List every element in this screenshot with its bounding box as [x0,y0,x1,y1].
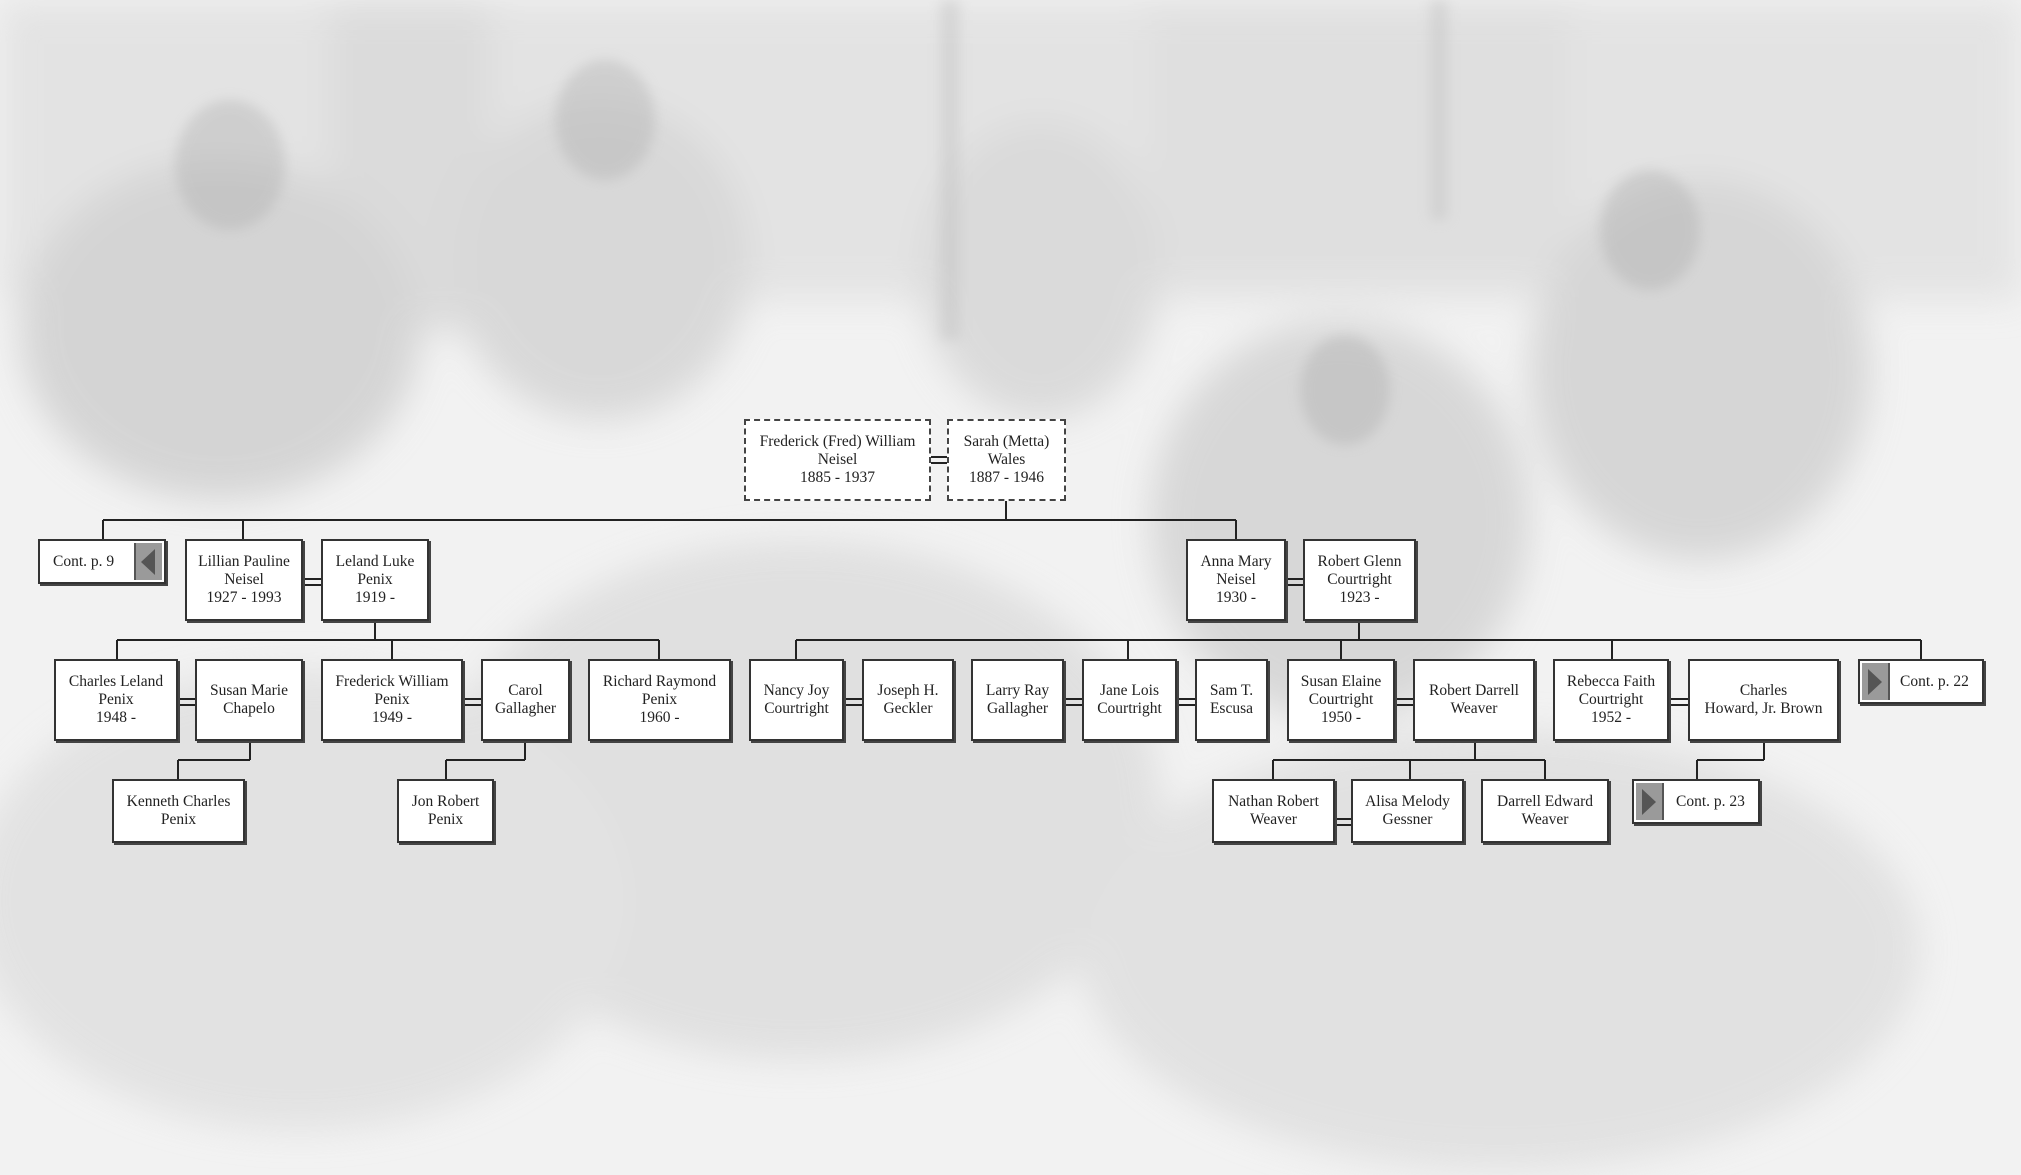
person-name-first: Larry Ray [986,682,1049,700]
person-name-first: Charles [1740,682,1787,700]
person-name-last: Geckler [883,700,932,718]
person-leland-penix[interactable]: Leland Luke Penix 1919 - [321,539,429,621]
triangle-right-icon [1862,663,1890,700]
person-dates: 1949 - [372,709,412,727]
person-sam-escusa[interactable]: Sam T. Escusa [1195,659,1268,741]
person-joseph-geckler[interactable]: Joseph H. Geckler [862,659,954,741]
person-name-last: Courtright [764,700,829,718]
person-name-last: Weaver [1522,811,1569,829]
person-name-first: Nathan Robert [1228,793,1319,811]
person-name-first: Robert Darrell [1429,682,1519,700]
person-name-last: Penix [428,811,463,829]
person-name-first: Anna Mary [1200,553,1271,571]
person-name-first: Robert Glenn [1318,553,1402,571]
person-dates: 1923 - [1339,589,1379,607]
person-name-first: Charles Leland [69,673,163,691]
person-dates: 1948 - [96,709,136,727]
person-name-last: Gallagher [987,700,1048,718]
person-lillian-neisel[interactable]: Lillian Pauline Neisel 1927 - 1993 [185,539,303,621]
person-alisa-melody-gessner[interactable]: Alisa Melody Gessner [1351,779,1464,843]
person-name-first: Nancy Joy [764,682,830,700]
person-dates: 1885 - 1937 [800,469,875,487]
person-frederick-neisel[interactable]: Frederick (Fred) William Neisel 1885 - 1… [744,419,931,501]
person-name-first: Leland Luke [336,553,415,571]
person-name-last: Penix [357,571,392,589]
person-name-last: Penix [161,811,196,829]
person-name-first: Rebecca Faith [1567,673,1655,691]
person-name-last: Weaver [1451,700,1498,718]
person-name-first: Alisa Melody [1365,793,1450,811]
cont-label: Cont. p. 22 [1900,673,1969,691]
person-charles-brown[interactable]: Charles Howard, Jr. Brown [1688,659,1839,741]
person-jane-lois-courtright[interactable]: Jane Lois Courtright [1082,659,1177,741]
person-name-first: Richard Raymond [603,673,716,691]
person-robert-glenn-courtright[interactable]: Robert Glenn Courtright 1923 - [1303,539,1416,621]
person-nathan-robert-weaver[interactable]: Nathan Robert Weaver [1212,779,1335,843]
person-name-first: Lillian Pauline [198,553,290,571]
triangle-right-icon [1636,783,1664,820]
person-name-last: Penix [642,691,677,709]
person-robert-darrell-weaver[interactable]: Robert Darrell Weaver [1413,659,1535,741]
person-name-last: Gessner [1383,811,1433,829]
person-name-last: Courtright [1579,691,1644,709]
person-susan-elaine-courtright[interactable]: Susan Elaine Courtright 1950 - [1287,659,1395,741]
person-name-last: Chapelo [223,700,275,718]
person-rebecca-faith-courtright[interactable]: Rebecca Faith Courtright 1952 - [1553,659,1669,741]
person-sarah-wales[interactable]: Sarah (Metta) Wales 1887 - 1946 [947,419,1066,501]
person-name-last: Courtright [1097,700,1162,718]
person-dates: 1930 - [1216,589,1256,607]
person-name-last: Neisel [224,571,264,589]
person-name-last: Weaver [1250,811,1297,829]
person-nancy-joy-courtright[interactable]: Nancy Joy Courtright [749,659,844,741]
continue-page-23-link[interactable]: Cont. p. 23 [1632,779,1760,824]
person-jon-robert-penix[interactable]: Jon Robert Penix [397,779,494,843]
person-name-first: Kenneth Charles [127,793,231,811]
person-larry-ray-gallagher[interactable]: Larry Ray Gallagher [971,659,1064,741]
person-name-last: Penix [98,691,133,709]
person-name-first: Frederick (Fred) William [760,433,916,451]
person-name-last: Escusa [1210,700,1253,718]
person-name-last: Courtright [1309,691,1374,709]
person-dates: 1950 - [1321,709,1361,727]
person-name-last: Wales [988,451,1026,469]
person-frederick-william-penix[interactable]: Frederick William Penix 1949 - [321,659,463,741]
person-dates: 1960 - [639,709,679,727]
person-dates: 1927 - 1993 [207,589,282,607]
person-name-first: Sarah (Metta) [964,433,1050,451]
person-dates: 1919 - [355,589,395,607]
person-carol-gallagher[interactable]: Carol Gallagher [481,659,570,741]
person-name-first: Frederick William [335,673,448,691]
person-name-last: Neisel [818,451,858,469]
person-anna-neisel[interactable]: Anna Mary Neisel 1930 - [1186,539,1286,621]
person-name-first: Sam T. [1210,682,1253,700]
person-name-last: Gallagher [495,700,556,718]
continue-page-9-link[interactable]: Cont. p. 9 [38,539,166,584]
person-name-first: Joseph H. [877,682,938,700]
person-name-last: Penix [374,691,409,709]
cont-label: Cont. p. 9 [53,553,114,571]
person-charles-leland-penix[interactable]: Charles Leland Penix 1948 - [54,659,178,741]
person-darrell-edward-weaver[interactable]: Darrell Edward Weaver [1481,779,1609,843]
person-name-last: Courtright [1327,571,1392,589]
continue-page-22-link[interactable]: Cont. p. 22 [1858,659,1984,704]
person-name-first: Darrell Edward [1497,793,1593,811]
person-kenneth-charles-penix[interactable]: Kenneth Charles Penix [112,779,245,843]
triangle-left-icon [134,543,162,580]
person-richard-raymond-penix[interactable]: Richard Raymond Penix 1960 - [588,659,731,741]
cont-label: Cont. p. 23 [1676,793,1745,811]
person-dates: 1887 - 1946 [969,469,1044,487]
person-name-first: Carol [508,682,542,700]
person-susan-marie-chapelo[interactable]: Susan Marie Chapelo [195,659,303,741]
person-name-first: Susan Elaine [1301,673,1382,691]
person-name-first: Jon Robert [412,793,480,811]
person-name-first: Susan Marie [210,682,288,700]
person-dates: 1952 - [1591,709,1631,727]
person-name-last: Howard, Jr. Brown [1705,700,1823,718]
person-name-last: Neisel [1216,571,1256,589]
person-name-first: Jane Lois [1100,682,1159,700]
